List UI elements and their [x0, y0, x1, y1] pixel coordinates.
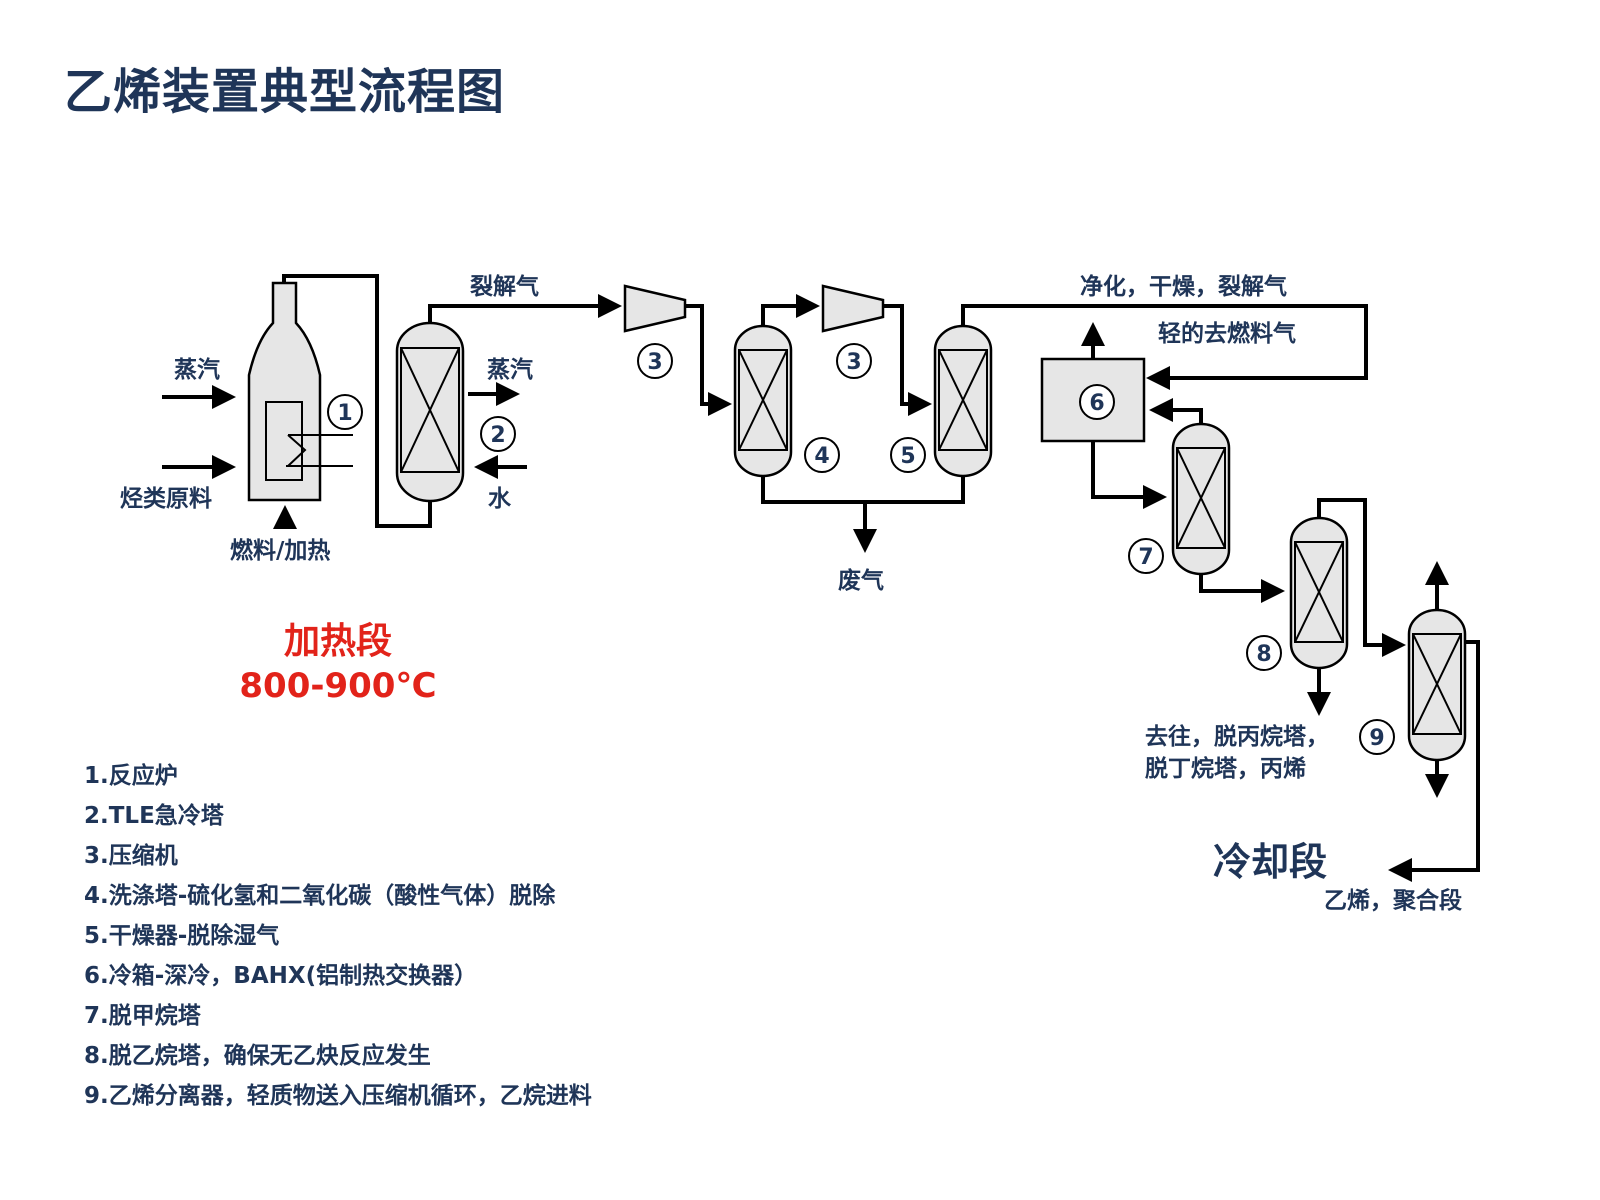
svg-text:9: 9 [1369, 726, 1384, 751]
heating-section-name: 加热段 [284, 621, 392, 662]
legend-item: 4.洗涤塔-硫化氢和二氧化碳（酸性气体）脱除 [84, 883, 556, 909]
tle-quench-tower [395, 321, 465, 503]
label-ethylene-out: 乙烯，聚合段 [1324, 887, 1462, 914]
marker-4: 4 [804, 437, 840, 473]
svg-text:7: 7 [1138, 545, 1153, 570]
label-steam-in: 蒸汽 [174, 356, 220, 383]
marker-5: 5 [890, 437, 926, 473]
ethylene-splitter [1407, 608, 1467, 762]
label-purified-gas: 净化，干燥，裂解气 [1080, 273, 1287, 300]
compressor1-to-scrubber-pipe [685, 304, 732, 416]
legend-item: 5.干燥器-脱除湿气 [84, 923, 280, 949]
label-light-to-fuel: 轻的去燃料气 [1158, 320, 1296, 347]
marker-6: 6 [1079, 384, 1115, 420]
marker-3b: 3 [836, 343, 872, 379]
heating-section-temp: 800-900℃ [239, 666, 436, 706]
marker-1: 1 [327, 394, 363, 430]
legend-item: 6.冷箱-深冷，BAHX(铝制热交换器） [84, 963, 478, 989]
marker-3a: 3 [637, 343, 673, 379]
marker-7: 7 [1128, 538, 1164, 574]
label-waste-gas: 废气 [838, 567, 884, 594]
scrubber-to-compressor2-pipe [761, 294, 820, 326]
legend-item: 9.乙烯分离器，轻质物送入压缩机循环，乙烷进料 [84, 1083, 592, 1109]
label-steam-out: 蒸汽 [487, 356, 533, 383]
cracked-gas-pipe [428, 294, 622, 323]
marker-9: 9 [1359, 719, 1395, 755]
waste-gas-pipe [761, 476, 965, 504]
demethanizer-top-return-pipe [1149, 398, 1203, 424]
legend-item: 2.TLE急冷塔 [84, 803, 224, 829]
label-water: 水 [488, 486, 512, 512]
label-fuel-heating: 燃料/加热 [230, 537, 330, 564]
svg-text:6: 6 [1089, 391, 1104, 416]
furnace-to-tle-pipe [282, 274, 432, 528]
svg-text:3: 3 [647, 350, 662, 375]
compressor-2 [821, 284, 885, 333]
deethanizer-tower [1289, 516, 1349, 670]
purified-gas-pipe [961, 304, 1368, 390]
dryer-tower [933, 324, 993, 478]
page-title: 乙烯装置典型流程图 [64, 64, 506, 120]
label-hydrocarbon-feed: 烃类原料 [120, 486, 212, 512]
legend-item: 3.压缩机 [84, 843, 178, 869]
legend-item: 1.反应炉 [84, 763, 178, 789]
compressor2-to-dryer-pipe [883, 304, 932, 416]
deethanizer-to-splitter-pipe [1317, 498, 1406, 657]
marker-8: 8 [1246, 635, 1282, 671]
scrubber-tower [733, 324, 793, 478]
label-to-depropanizer-1: 去往，脱丙烷塔， [1145, 723, 1329, 750]
coldbox-to-demethanizer-pipe [1091, 441, 1167, 509]
equipment-legend: 1.反应炉 2.TLE急冷塔 3.压缩机 4.洗涤塔-硫化氢和二氧化碳（酸性气体… [84, 756, 592, 1116]
label-to-depropanizer-2: 脱丁烷塔，丙烯 [1145, 755, 1306, 782]
cooling-section-name: 冷却段 [1213, 840, 1327, 884]
demethanizer-to-deethanizer-pipe [1199, 574, 1285, 603]
reactor-furnace [247, 281, 353, 502]
svg-text:2: 2 [490, 423, 505, 448]
svg-text:8: 8 [1256, 642, 1271, 667]
demethanizer-tower [1171, 422, 1231, 576]
legend-item: 7.脱甲烷塔 [84, 1003, 201, 1029]
ethylene-product-pipe [1388, 640, 1480, 882]
marker-2: 2 [480, 416, 516, 452]
svg-text:1: 1 [337, 401, 352, 426]
compressor-1 [623, 284, 687, 333]
label-cracked-gas: 裂解气 [470, 273, 539, 300]
svg-text:5: 5 [900, 444, 915, 469]
legend-item: 8.脱乙烷塔，确保无乙炔反应发生 [84, 1043, 431, 1069]
svg-text:3: 3 [846, 350, 861, 375]
svg-text:4: 4 [814, 444, 829, 469]
cold-box [1040, 357, 1146, 443]
